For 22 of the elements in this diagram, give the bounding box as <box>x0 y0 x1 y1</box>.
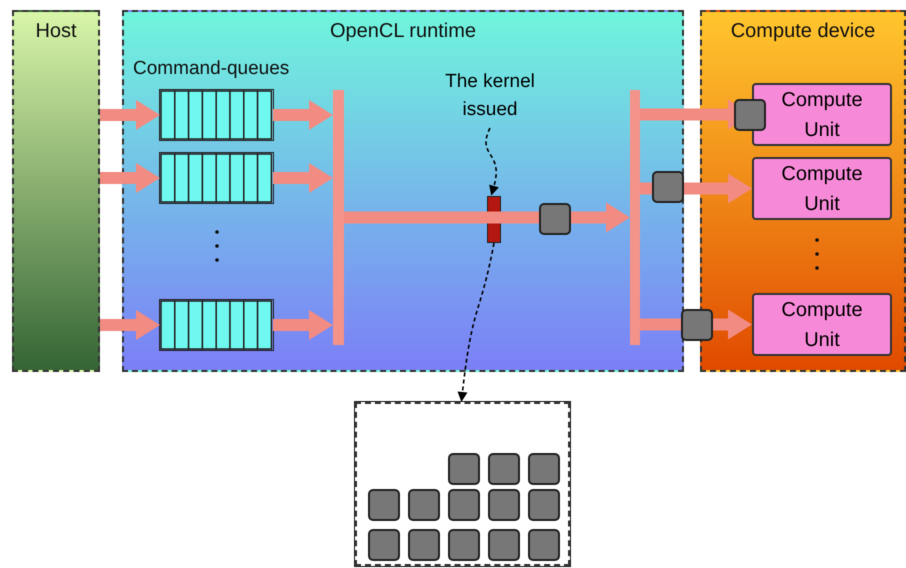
panel-title: Compute device <box>730 20 876 43</box>
arrow <box>100 100 160 130</box>
arrow <box>273 310 333 340</box>
arrow <box>485 128 499 196</box>
compute-unit-box: Compute Unit <box>752 157 892 220</box>
panel-title: Host <box>34 20 78 43</box>
dispatch-bar <box>630 90 640 345</box>
arrow <box>273 163 333 193</box>
panel-title: OpenCL runtime <box>329 20 477 43</box>
container-panel <box>122 10 684 372</box>
arrow <box>273 100 333 130</box>
container-panel <box>700 10 906 372</box>
arrow <box>458 242 495 402</box>
arrow <box>344 202 630 232</box>
arrow <box>100 310 160 340</box>
section-label: Command-queues <box>133 58 290 80</box>
compute-unit-box: Compute Unit <box>752 293 892 356</box>
container-panel <box>12 10 100 372</box>
dispatch-bar <box>333 90 344 345</box>
annotation-text: The kernel issued <box>425 68 555 128</box>
compute-unit-box: Compute Unit <box>752 83 892 146</box>
arrow <box>100 163 160 193</box>
